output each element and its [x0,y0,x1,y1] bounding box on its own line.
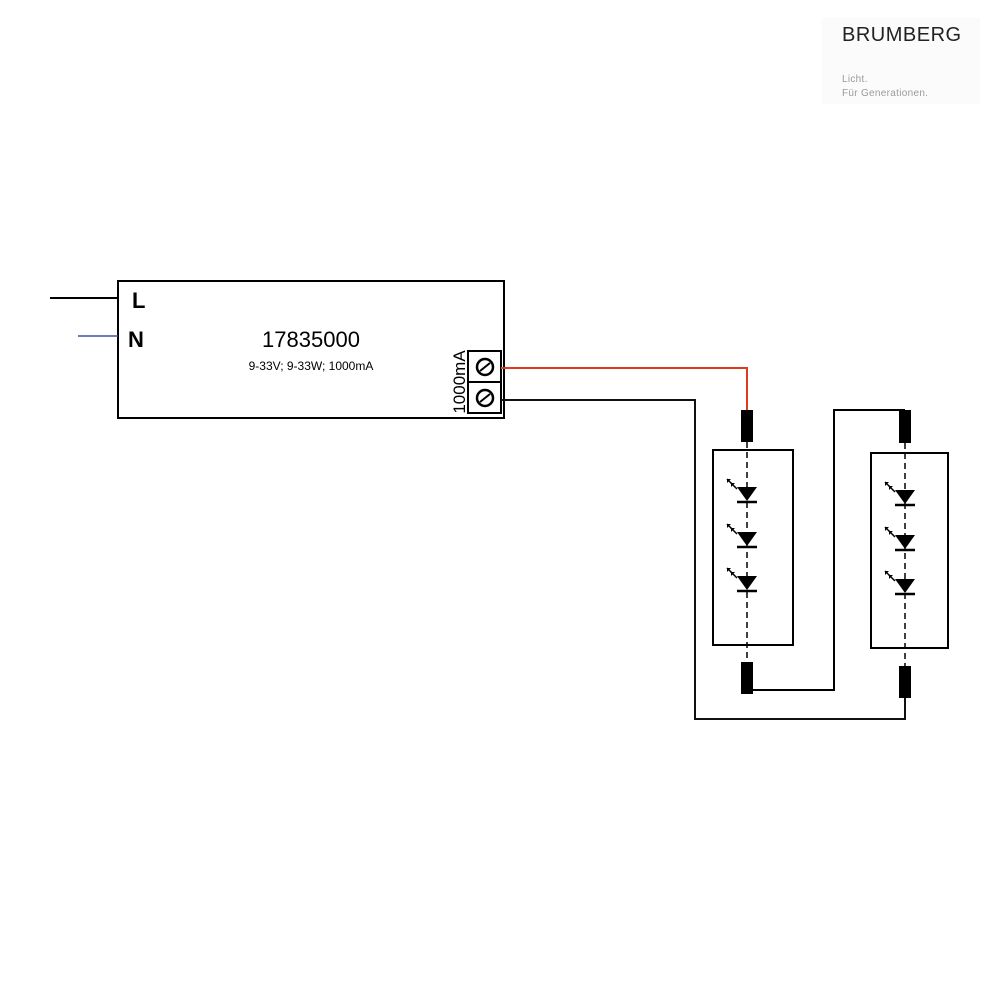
led-module-1-connector-top [741,410,753,442]
led-diode-icon [726,478,757,504]
brand-tagline-2: Für Generationen. [842,88,929,99]
led-diode-icon [884,526,915,552]
led-diode-icon [884,570,915,596]
led-module-2-connector-bottom [899,666,911,698]
led-module-1-connector-bottom [741,662,753,694]
brand-tagline-1: Licht. [842,74,868,85]
led-module-1 [712,410,794,694]
terminal-label-n: N [128,327,144,352]
terminal-label-l: L [132,288,145,313]
terminal-screw-negative [475,388,495,408]
output-negative-wire [501,399,906,720]
output-current-label: 1000mA [450,350,469,414]
led-module-2-connector-top [899,410,911,443]
brand-name: BRUMBERG [842,24,962,46]
led-diode-icon [726,567,757,593]
output-positive-wire [501,367,748,410]
led-diode-icon [726,523,757,549]
driver-model-number: 17835000 [262,327,360,352]
brand-logo: BRUMBERG Licht. Für Generationen. [822,18,980,104]
led-module-1-housing [712,449,794,646]
terminal-screw-positive [475,357,495,377]
led-diode-icon [884,481,915,507]
driver-spec: 9-33V; 9-33W; 1000mA [249,359,374,373]
led-driver-box [117,280,505,419]
inter-module-wire [747,409,905,691]
led-module-2 [870,410,949,698]
